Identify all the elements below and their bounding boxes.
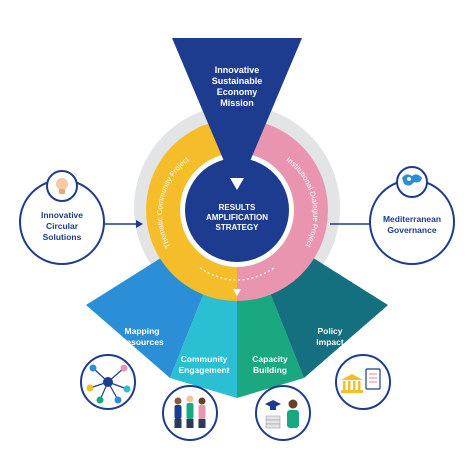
left-node-line1: Innovative [41, 210, 83, 220]
community-engagement-icon-circle[interactable] [162, 385, 218, 441]
mapping-label-line1: Mapping [125, 326, 160, 336]
policy-impact-icon-circle[interactable] [335, 354, 391, 410]
center-line2: AMPLIFICATION [206, 213, 268, 222]
left-connector-arrow-icon [136, 220, 143, 228]
left-node-line3: Solutions [43, 232, 82, 242]
right-node-line2: Governance [387, 225, 436, 235]
mediterranean-map-icon [402, 174, 422, 186]
flow-arrow-icon [233, 289, 241, 296]
mission-funnel [172, 38, 302, 192]
people-group-icon [174, 395, 206, 428]
graduate-icon [265, 399, 299, 429]
community-label-line1: Community [181, 354, 228, 364]
mission-arrow-icon [230, 178, 244, 190]
mapping-label-line2: Resources [120, 337, 164, 347]
community-label-line2: Engagement [178, 365, 229, 375]
mission-line2: Sustainable [212, 76, 263, 86]
network-icon [86, 364, 131, 404]
policy-label-line2: Impact [316, 337, 344, 347]
capacity-label-line2: Building [253, 365, 287, 375]
center-line1: RESULTS [219, 203, 256, 212]
government-building-icon [341, 368, 381, 393]
policy-label-line1: Policy [317, 326, 342, 336]
right-node-line1: Mediterranean [383, 214, 441, 224]
capacity-building-icon-circle[interactable] [255, 385, 311, 441]
mission-line3: Economy [217, 87, 258, 97]
center-line3: STRATEGY [216, 223, 260, 232]
left-node-line2: Circular [46, 221, 79, 231]
innovative-circular-solutions-node[interactable]: Innovative Circular Solutions [19, 170, 105, 265]
mediterranean-governance-node[interactable]: Mediterranean Governance [369, 166, 455, 265]
center-circle [185, 158, 289, 262]
mapping-resources-icon-circle[interactable] [80, 354, 136, 410]
lightbulb-icon [56, 178, 68, 194]
mission-line1: Innovative [215, 65, 260, 75]
capacity-label-line1: Capacity [252, 354, 288, 364]
mission-line4: Mission [220, 98, 254, 108]
